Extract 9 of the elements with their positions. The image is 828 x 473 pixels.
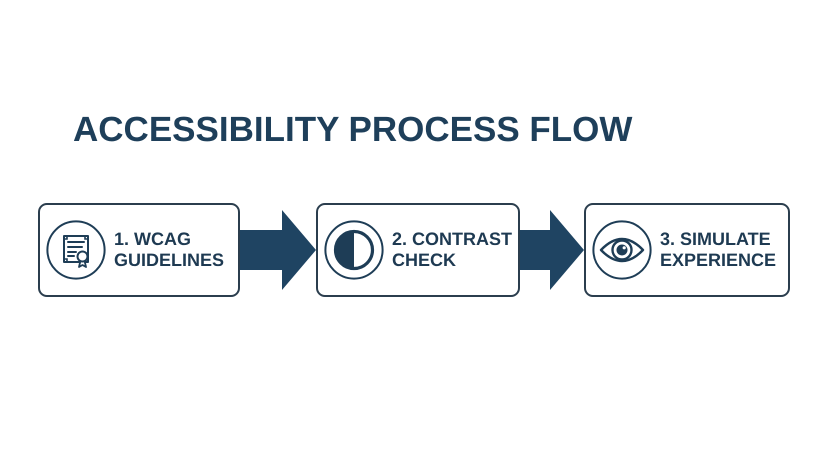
- step-label: 2. CONTRAST CHECK: [392, 229, 514, 271]
- diagram-title: ACCESSIBILITY PROCESS FLOW: [73, 112, 632, 147]
- step-box: [316, 203, 520, 297]
- step-box: [584, 203, 790, 297]
- block-arrow: [240, 210, 316, 290]
- step-box: [38, 203, 240, 297]
- step-label: 3. SIMULATE EXPERIENCE: [660, 229, 778, 271]
- block-arrow: [520, 210, 584, 290]
- step-label: 1. WCAG GUIDELINES: [114, 229, 226, 271]
